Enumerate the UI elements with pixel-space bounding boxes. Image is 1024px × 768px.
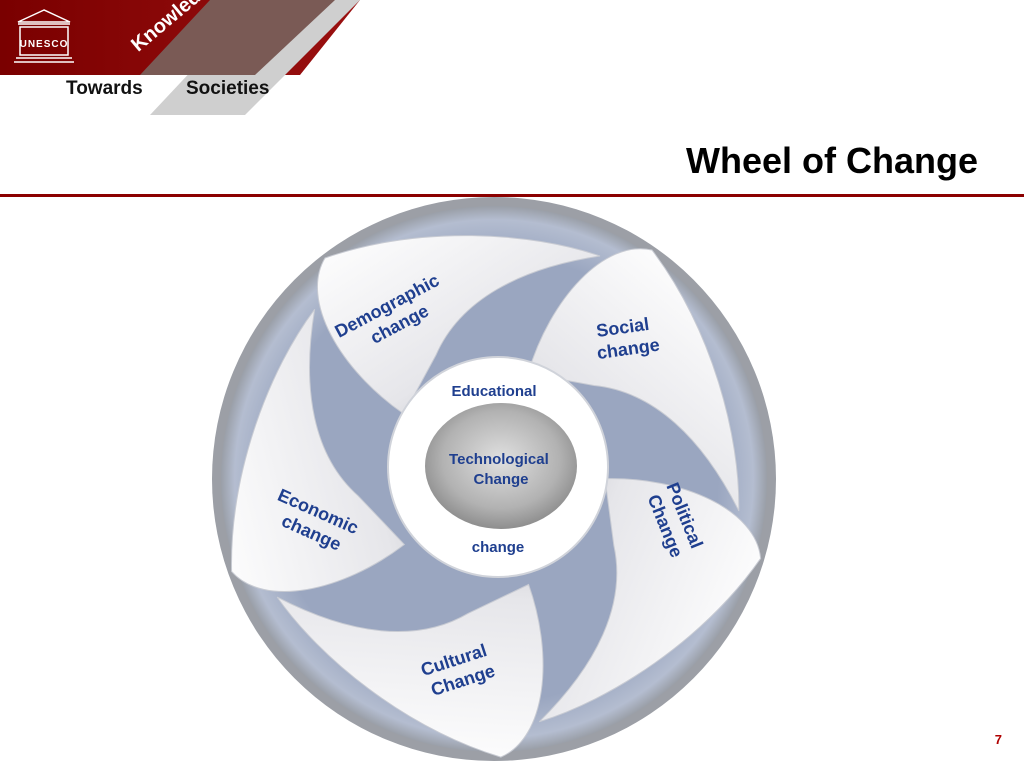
unesco-logo-text: UNESCO (20, 39, 69, 50)
wheel-blade-2 (527, 248, 740, 512)
wheel-blade-5 (231, 308, 406, 592)
brand-word-towards: Towards (66, 78, 143, 99)
wheel-blade-1 (316, 235, 601, 415)
header-band: UNESCO (0, 0, 360, 115)
hub-label: Technological Change (449, 451, 553, 488)
unesco-logo-icon (14, 9, 74, 63)
page-number: 7 (994, 732, 1002, 747)
header-dark-band (140, 0, 335, 75)
page-title: Wheel of Change (685, 140, 978, 181)
ring-label-bottom: change (472, 539, 525, 556)
wheel-blade-4 (276, 583, 544, 758)
segment-label-political: Political Change (642, 480, 709, 564)
segment-label-social: Social change (593, 313, 661, 363)
brand-word-societies: Societies (186, 78, 270, 99)
ring-label-top: Educational (451, 383, 536, 400)
wheel-hub (425, 403, 577, 529)
wheel-blade-3 (538, 478, 762, 723)
title-divider (0, 194, 1024, 197)
